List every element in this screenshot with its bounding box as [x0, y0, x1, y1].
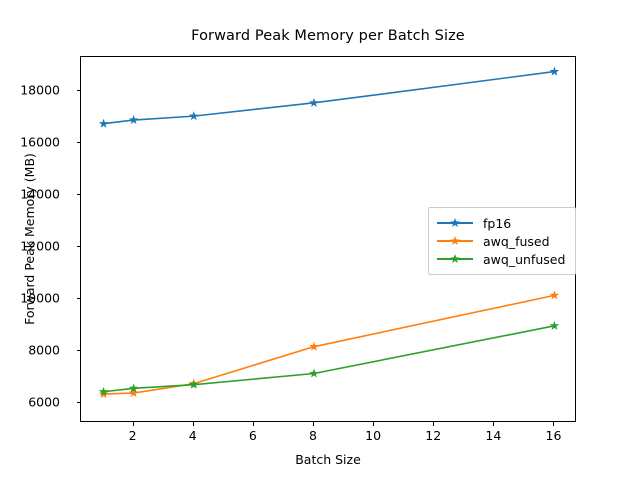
x-tick-label: 4 — [188, 428, 197, 443]
data-point-marker — [128, 115, 139, 125]
data-point-marker — [128, 388, 139, 398]
y-tick-mark — [76, 298, 80, 300]
y-tick-mark — [76, 350, 80, 352]
data-point-marker — [188, 379, 199, 389]
x-tick-label: 14 — [485, 428, 502, 443]
x-tick-label: 6 — [248, 428, 257, 443]
y-tick-mark — [76, 194, 80, 196]
legend-label: awq_unfused — [483, 251, 566, 267]
legend-item-awq_unfused[interactable]: awq_unfused — [435, 250, 567, 268]
series-awq_fused — [98, 290, 560, 399]
y-tick-label: 10000 — [20, 290, 60, 306]
data-point-marker — [549, 290, 560, 300]
legend-label: awq_fused — [483, 233, 550, 249]
y-tick-label: 18000 — [20, 82, 60, 98]
x-tick-mark — [553, 422, 555, 426]
legend-label: fp16 — [483, 215, 512, 231]
x-tick-label: 10 — [365, 428, 382, 443]
x-tick-mark — [493, 422, 495, 426]
legend-star-icon — [450, 254, 460, 264]
y-tick-label: 16000 — [20, 134, 60, 150]
data-point-marker — [98, 386, 109, 396]
x-tick-label: 2 — [128, 428, 137, 443]
series-line — [102, 294, 556, 395]
legend-item-awq_fused[interactable]: awq_fused — [435, 232, 567, 250]
series-fp16 — [98, 66, 560, 128]
y-tick-label: 6000 — [28, 394, 60, 410]
y-tick-label: 8000 — [28, 342, 60, 358]
y-tick-mark — [76, 141, 80, 143]
x-tick-mark — [312, 422, 314, 426]
legend: fp16 awq_fused awq_unfused — [428, 207, 576, 275]
x-tick-mark — [192, 422, 194, 426]
y-tick-mark — [76, 246, 80, 248]
x-tick-label: 16 — [545, 428, 562, 443]
data-point-marker — [98, 118, 109, 128]
x-tick-mark — [252, 422, 254, 426]
data-point-marker — [309, 97, 319, 107]
plot-inner — [81, 57, 575, 421]
legend-swatch-icon — [435, 252, 475, 266]
legend-star-icon — [450, 236, 460, 246]
x-tick-label: 8 — [308, 428, 317, 443]
data-point-marker — [128, 383, 139, 393]
x-tick-mark — [132, 422, 134, 426]
data-point-marker — [309, 341, 319, 351]
data-point-marker — [188, 111, 199, 121]
data-point-marker — [309, 368, 319, 378]
y-tick-mark — [76, 402, 80, 404]
series-awq_unfused — [98, 320, 560, 396]
y-tick-mark — [76, 89, 80, 91]
data-point-marker — [549, 320, 560, 330]
legend-swatch-icon — [435, 234, 475, 248]
series-layer — [98, 66, 560, 399]
legend-star-icon — [450, 218, 460, 228]
legend-swatch-icon — [435, 216, 475, 230]
x-axis-label: Batch Size — [295, 452, 361, 467]
x-tick-mark — [373, 422, 375, 426]
x-tick-mark — [433, 422, 435, 426]
x-tick-label: 12 — [425, 428, 442, 443]
data-point-marker — [549, 66, 560, 76]
series-line — [102, 325, 556, 393]
legend-item-fp16[interactable]: fp16 — [435, 214, 567, 232]
series-line — [102, 70, 556, 125]
y-tick-label: 12000 — [20, 238, 60, 254]
y-tick-label: 14000 — [20, 186, 60, 202]
chart-title: Forward Peak Memory per Batch Size — [191, 28, 465, 44]
